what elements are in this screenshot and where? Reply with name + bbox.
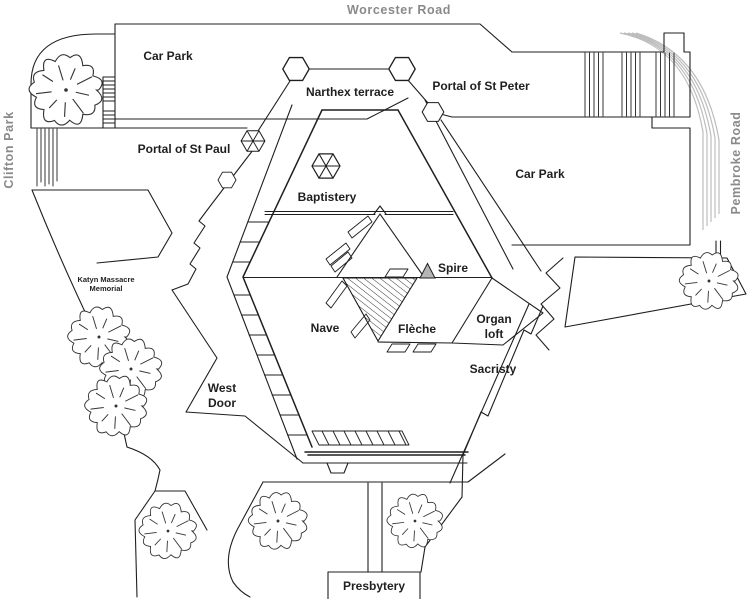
wall-northwest-southwest bbox=[242, 109, 323, 448]
car-park-north-ladder bbox=[102, 80, 116, 124]
walkway-steps-lower bbox=[233, 294, 308, 436]
tree-icon bbox=[678, 252, 739, 310]
east-zigzag-path bbox=[535, 257, 564, 351]
terrace-column-hex bbox=[421, 102, 445, 122]
walkway-steps-upper bbox=[232, 221, 270, 263]
apex-marker bbox=[373, 205, 387, 215]
katyn-memorial-label-line1: Katyn Massacre bbox=[77, 275, 134, 284]
corner-curve bbox=[30, 23, 116, 129]
nave-label: Nave bbox=[311, 321, 340, 335]
organ-loft-diamond bbox=[451, 277, 544, 346]
sanctuary-pews bbox=[386, 343, 437, 353]
baptistery-font bbox=[311, 153, 341, 179]
katyn-memorial-label-line2: Memorial bbox=[90, 284, 123, 293]
west-entrance-steps bbox=[171, 149, 254, 291]
narthex-double-line bbox=[264, 210, 454, 216]
sanctuary-triangle bbox=[336, 213, 425, 278]
pembroke-road-label: Pembroke Road bbox=[729, 112, 743, 215]
south-boundary bbox=[262, 453, 506, 483]
tree-icon bbox=[138, 502, 197, 560]
car-park-north-label: Car Park bbox=[143, 49, 193, 63]
tree-cluster-curve bbox=[126, 446, 161, 492]
south-steps bbox=[311, 430, 410, 446]
narthex-terrace-edges bbox=[257, 68, 429, 132]
spire-label: Spire bbox=[438, 261, 468, 275]
labels: Worcester Road Clifton Park Pembroke Roa… bbox=[2, 3, 743, 593]
choir-blades bbox=[325, 215, 373, 339]
portal-st-peter-band bbox=[432, 32, 691, 118]
portal-st-paul-label: Portal of St Paul bbox=[138, 142, 231, 156]
narthex-terrace-label: Narthex terrace bbox=[306, 85, 394, 99]
sanctuary-floor-line bbox=[377, 341, 453, 344]
portal-band-stripes bbox=[584, 52, 675, 117]
west-door-label-line1: West bbox=[208, 381, 236, 395]
portal-st-peter-label: Portal of St Peter bbox=[432, 79, 530, 93]
terrace-column-hex bbox=[282, 56, 310, 82]
organ-loft-label-line2: loft bbox=[485, 327, 504, 341]
organ-loft-label-line1: Organ bbox=[476, 312, 511, 326]
tree-icon bbox=[386, 493, 443, 549]
clifton-park-hatch bbox=[36, 128, 58, 187]
presbytery-path bbox=[367, 482, 383, 573]
baptistery-label: Baptistery bbox=[298, 190, 357, 204]
tree-icon bbox=[247, 492, 308, 550]
spire-marker bbox=[419, 262, 436, 279]
car-park-east-outline bbox=[511, 116, 691, 246]
pembroke-road-curves bbox=[619, 32, 720, 230]
grass-east-polygon bbox=[564, 256, 747, 328]
terrace-column-hex bbox=[217, 171, 237, 189]
west-door-paths bbox=[171, 289, 304, 464]
sacristy-label: Sacristy bbox=[470, 362, 517, 376]
wall-south bbox=[304, 451, 469, 456]
northeast-walkway bbox=[424, 99, 542, 272]
fleche-label: Flèche bbox=[398, 322, 436, 336]
presbytery-box bbox=[327, 571, 421, 599]
clifton-park-label: Clifton Park bbox=[2, 111, 16, 188]
wall-northeast bbox=[397, 109, 493, 279]
altar-platform bbox=[384, 268, 409, 278]
southeast-band-inner bbox=[449, 303, 530, 484]
west-walkway-outer bbox=[226, 104, 298, 460]
cathedral bbox=[171, 56, 544, 599]
portal-st-paul-column bbox=[240, 130, 266, 152]
terrace-column-hex bbox=[388, 56, 416, 82]
south-path-curves bbox=[227, 481, 264, 598]
south-door-notch bbox=[326, 462, 349, 474]
worcester-road-label: Worcester Road bbox=[347, 3, 451, 17]
west-door-label-line2: Door bbox=[208, 396, 236, 410]
tree-icon bbox=[28, 54, 103, 126]
car-park-east-label: Car Park bbox=[515, 167, 565, 181]
roads bbox=[30, 23, 722, 256]
southwest-pentagon bbox=[134, 490, 208, 598]
worcester-road-line bbox=[114, 23, 513, 53]
fleche-footprint-hatch bbox=[342, 277, 418, 343]
car-parks bbox=[102, 32, 691, 246]
presbytery-label: Presbytery bbox=[343, 579, 405, 593]
